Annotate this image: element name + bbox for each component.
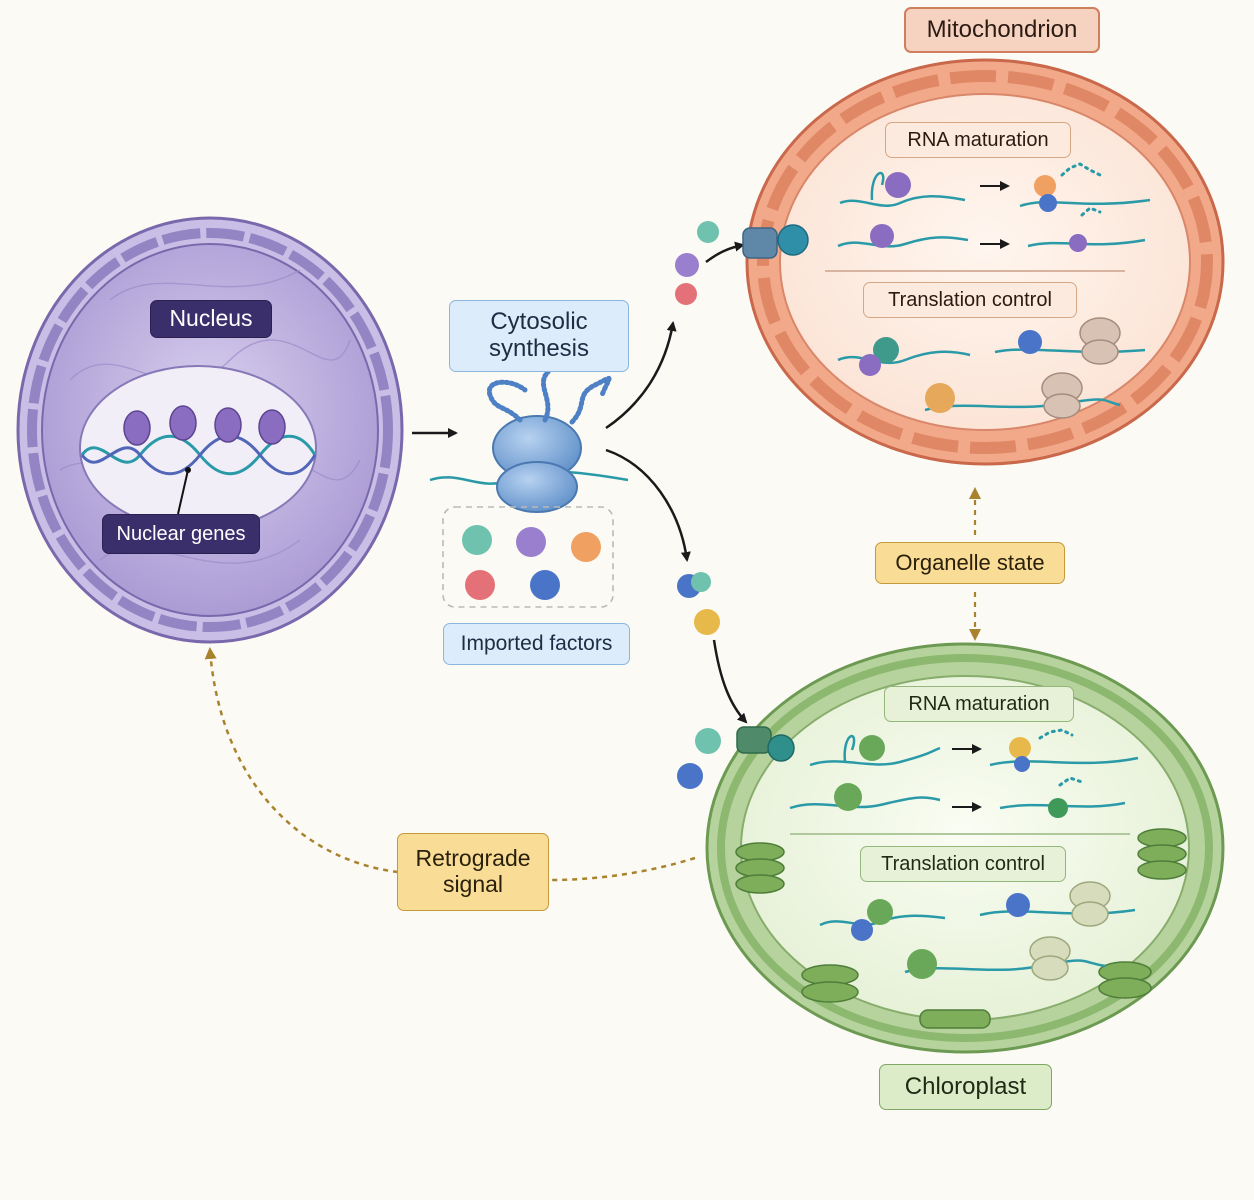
mitochondrion-label: Mitochondrion xyxy=(904,7,1100,53)
chloro-rna-maturation-label: RNA maturation xyxy=(884,686,1074,722)
imported-factors-label: Imported factors xyxy=(443,623,630,665)
nuclear-genes-label: Nuclear genes xyxy=(102,514,260,554)
mito-translation xyxy=(837,317,1146,419)
dna-helix xyxy=(80,405,317,515)
retrograde-signal-arrow xyxy=(204,647,696,882)
nucleus-label: Nucleus xyxy=(150,300,272,338)
retrograde-signal-label: Retrograde signal xyxy=(397,833,549,911)
organelle-state-label: Organelle state xyxy=(875,542,1065,584)
chloro-translation-control-label: Translation control xyxy=(860,846,1066,882)
chloro-rna-processing xyxy=(789,728,1139,818)
cytosolic-synthesis-label: Cytosolic synthesis xyxy=(449,300,629,372)
chloroplast-label: Chloroplast xyxy=(879,1064,1052,1110)
mito-rna-processing xyxy=(837,162,1151,252)
chloro-membrane-transporter xyxy=(736,726,795,762)
mito-rna-maturation-label: RNA maturation xyxy=(885,122,1071,158)
mitochondrion-organelle xyxy=(745,58,1225,466)
thylakoid-grana xyxy=(735,828,1187,1029)
cytosolic-ribosome xyxy=(429,369,629,513)
chloro-translation xyxy=(819,881,1136,981)
imported-factor-pool xyxy=(442,506,614,608)
mito-membrane-transporter xyxy=(742,224,809,259)
nucleolus-region xyxy=(79,365,317,531)
protein-import-arrows xyxy=(605,241,748,724)
mito-translation-control-label: Translation control xyxy=(863,282,1077,318)
transit-protein-clusters xyxy=(675,221,721,789)
